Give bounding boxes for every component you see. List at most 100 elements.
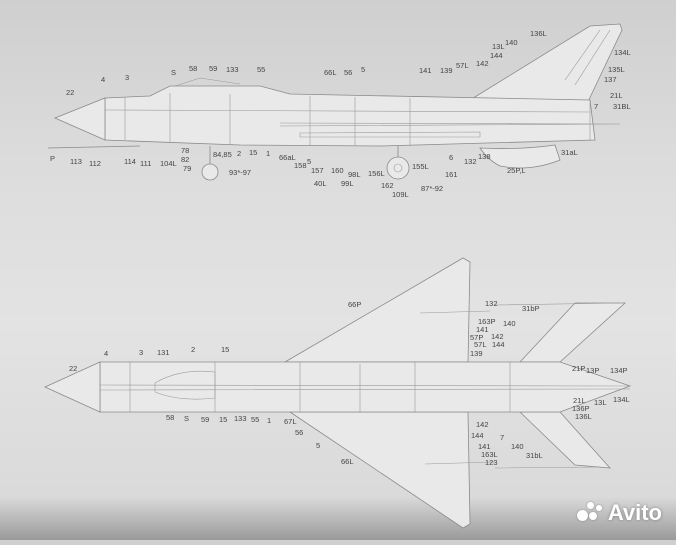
plan-view-callout-label: 123 bbox=[485, 458, 498, 467]
plan-view-callout-label: 139 bbox=[470, 349, 483, 358]
side-view-callout-label: 1 bbox=[266, 149, 270, 158]
side-view-callout-label: 109L bbox=[392, 190, 409, 199]
wing-fences bbox=[419, 302, 621, 469]
side-view-callout-label: 134L bbox=[614, 48, 631, 57]
plan-view-callout-label: 142 bbox=[491, 332, 504, 341]
plan-view-callout-label: 5 bbox=[316, 441, 320, 450]
side-view-callout-label: 78 bbox=[181, 146, 189, 155]
plan-view-callout-label: 132 bbox=[485, 299, 498, 308]
fuselage-plan bbox=[99, 361, 632, 413]
plan-view-callout-label: 134L bbox=[613, 395, 630, 404]
nose-plan bbox=[44, 361, 101, 413]
side-view-callout-label: 98L bbox=[348, 170, 361, 179]
plan-view-callout-label: 142 bbox=[476, 420, 489, 429]
plan-view-callout-label: 133 bbox=[234, 414, 247, 423]
nose-cone bbox=[53, 97, 106, 141]
side-view-callout-label: 3 bbox=[125, 73, 129, 82]
side-view-callout-label: 113 bbox=[70, 157, 82, 166]
side-view-callout-label: 161 bbox=[445, 170, 458, 179]
side-view-callout-label: 40L bbox=[314, 179, 327, 188]
side-view-callout-label: S bbox=[171, 68, 176, 77]
side-view-callout-label: 137 bbox=[604, 75, 617, 84]
pitot bbox=[47, 145, 141, 149]
ventral-fin bbox=[479, 144, 561, 169]
side-view-callout-label: 2 bbox=[237, 149, 241, 158]
plan-view-callout-label: 3 bbox=[139, 348, 143, 357]
plan-view bbox=[44, 257, 632, 529]
canopy bbox=[174, 77, 241, 87]
side-view-callout-label: 5 bbox=[307, 157, 311, 166]
plan-view-callout-label: 144 bbox=[471, 431, 484, 440]
plan-view-callout-label: 59 bbox=[201, 415, 209, 424]
plan-view-callout-label: 13L bbox=[594, 398, 607, 407]
side-view-callout-label: 22 bbox=[66, 88, 74, 97]
side-view-callout-label: 136L bbox=[530, 29, 547, 38]
side-view-callout-label: 66aL bbox=[279, 153, 296, 162]
side-view-callout-label: 56 bbox=[344, 68, 352, 77]
wing-upper bbox=[283, 257, 471, 363]
side-view-callout-label: 82 bbox=[181, 155, 189, 164]
plan-view-callout-label: 31bP bbox=[522, 304, 540, 313]
plan-view-callout-label: 57L bbox=[474, 340, 487, 349]
plan-view-callout-label: 66L bbox=[341, 457, 354, 466]
side-view-callout-label: 84,85 bbox=[213, 150, 232, 159]
plan-view-callout-label: 21L bbox=[573, 396, 586, 405]
side-view-callout-label: 104L bbox=[160, 159, 177, 168]
side-view-callout-label: 99L bbox=[341, 179, 354, 188]
side-view-callout-label: 139 bbox=[440, 66, 453, 75]
plan-view-callout-label: 67L bbox=[284, 417, 297, 426]
side-view-callout-label: 21L bbox=[610, 91, 623, 100]
side-view-callout-label: 15 bbox=[249, 148, 257, 157]
plan-view-callout-label: 15 bbox=[221, 345, 229, 354]
plan-view-callout-label: 56 bbox=[295, 428, 303, 437]
plan-view-callout-label: 7 bbox=[500, 433, 504, 442]
wing-side bbox=[279, 122, 621, 127]
side-view-callout-label: 93*-97 bbox=[229, 168, 251, 177]
side-view-callout-label: 112 bbox=[89, 159, 101, 168]
nose-wheel bbox=[201, 163, 219, 181]
plan-view-callout-label: 136P bbox=[572, 404, 590, 413]
side-view-callout-label: P bbox=[50, 154, 55, 163]
plan-view-callout-label: 57P bbox=[470, 333, 483, 342]
side-view-callout-label: 135L bbox=[608, 65, 625, 74]
plan-view-callout-label: 21P bbox=[572, 364, 585, 373]
plan-view-callout-label: 22 bbox=[69, 364, 77, 373]
side-view-callout-label: 158 bbox=[294, 161, 307, 170]
plan-view-callout-label: 31bL bbox=[526, 451, 543, 460]
plan-view-callout-label: 141 bbox=[476, 325, 489, 334]
fuselage-frames bbox=[104, 93, 591, 146]
cockpit bbox=[154, 370, 216, 400]
side-view-callout-label: 59 bbox=[209, 64, 217, 73]
side-view-callout-label: 111 bbox=[140, 159, 151, 168]
side-view-callout-label: 141 bbox=[419, 66, 432, 75]
side-view-callout-label: 6 bbox=[449, 153, 453, 162]
main-wheel bbox=[386, 156, 410, 180]
plan-view-callout-label: 163L bbox=[481, 450, 498, 459]
side-view-callout-label: 132 bbox=[464, 157, 477, 166]
side-view bbox=[47, 23, 623, 181]
side-view-callout-label: 87*-92 bbox=[421, 184, 443, 193]
plan-view-callout-label: 136L bbox=[575, 412, 592, 421]
wing-lower bbox=[288, 411, 471, 529]
watermark-text: Avito bbox=[607, 500, 662, 525]
plan-view-callout-label: 2 bbox=[191, 345, 195, 354]
plan-view-callout-label: 163P bbox=[478, 317, 496, 326]
main-wheel-hub bbox=[393, 163, 403, 173]
side-view-callout-label: 133 bbox=[226, 65, 239, 74]
plan-view-callout-label: 55 bbox=[251, 415, 259, 424]
missile bbox=[299, 131, 481, 138]
side-view-callout-label: 142 bbox=[476, 59, 489, 68]
side-view-callout-label: 4 bbox=[101, 75, 105, 84]
avito-watermark: Avito bbox=[576, 500, 662, 526]
side-view-callout-label: 66L bbox=[324, 68, 337, 77]
landing-gear-struts bbox=[209, 146, 399, 164]
side-view-callout-label: 162 bbox=[381, 181, 394, 190]
plan-view-callout-label: 141 bbox=[478, 442, 491, 451]
side-view-callout-label: 58 bbox=[189, 64, 197, 73]
side-view-callout-label: 140 bbox=[505, 38, 518, 47]
side-view-callout-label: 160 bbox=[331, 166, 344, 175]
